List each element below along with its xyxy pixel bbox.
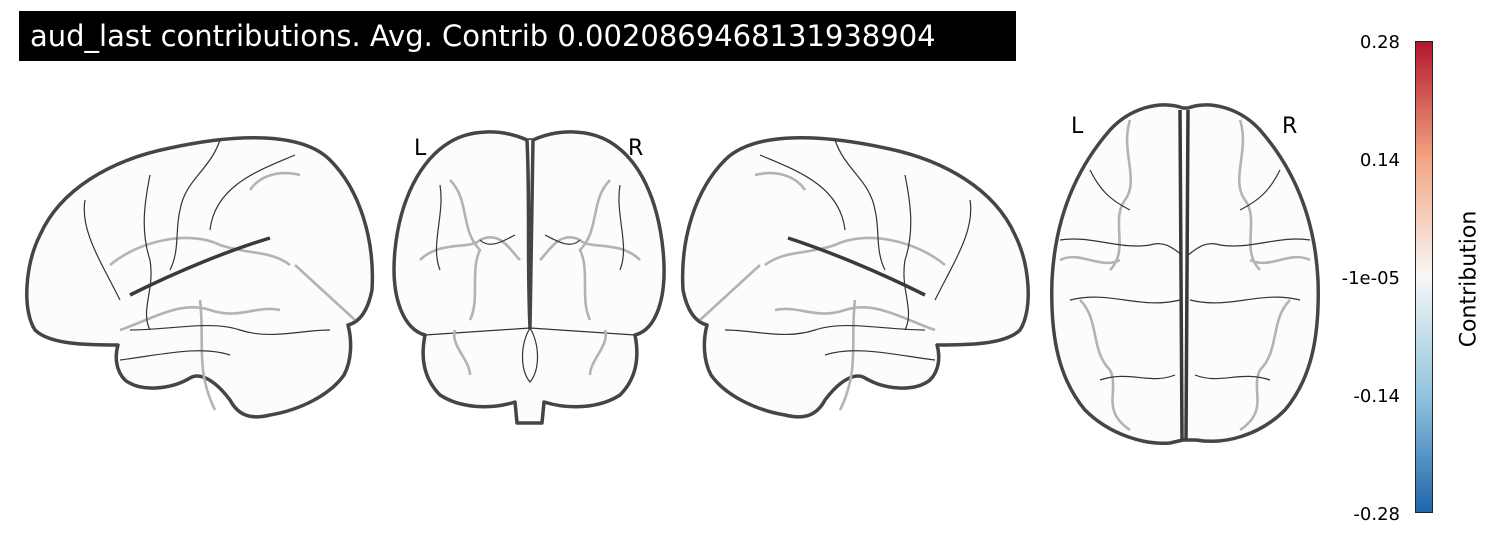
left-sagittal-view (25, 136, 375, 419)
axial-left-label: L (1071, 114, 1084, 139)
colorbar-tick-label: -1e-05 (1341, 268, 1400, 289)
figure-title: aud_last contributions. Avg. Contrib 0.0… (19, 11, 1016, 61)
colorbar-tick-label: 0.14 (1359, 150, 1400, 171)
colorbar-tick-label: -0.14 (1353, 386, 1400, 407)
coronal-view (392, 130, 666, 425)
axial-view (1050, 103, 1320, 445)
colorbar (1415, 41, 1433, 513)
coronal-right-label: R (628, 136, 644, 161)
coronal-left-label: L (414, 136, 427, 161)
colorbar-tick-label: -0.28 (1353, 504, 1400, 525)
colorbar-label: Contribution (1456, 210, 1482, 348)
colorbar-tick-label: 0.28 (1359, 32, 1400, 53)
right-sagittal-view (680, 136, 1030, 419)
axial-right-label: R (1282, 114, 1298, 139)
